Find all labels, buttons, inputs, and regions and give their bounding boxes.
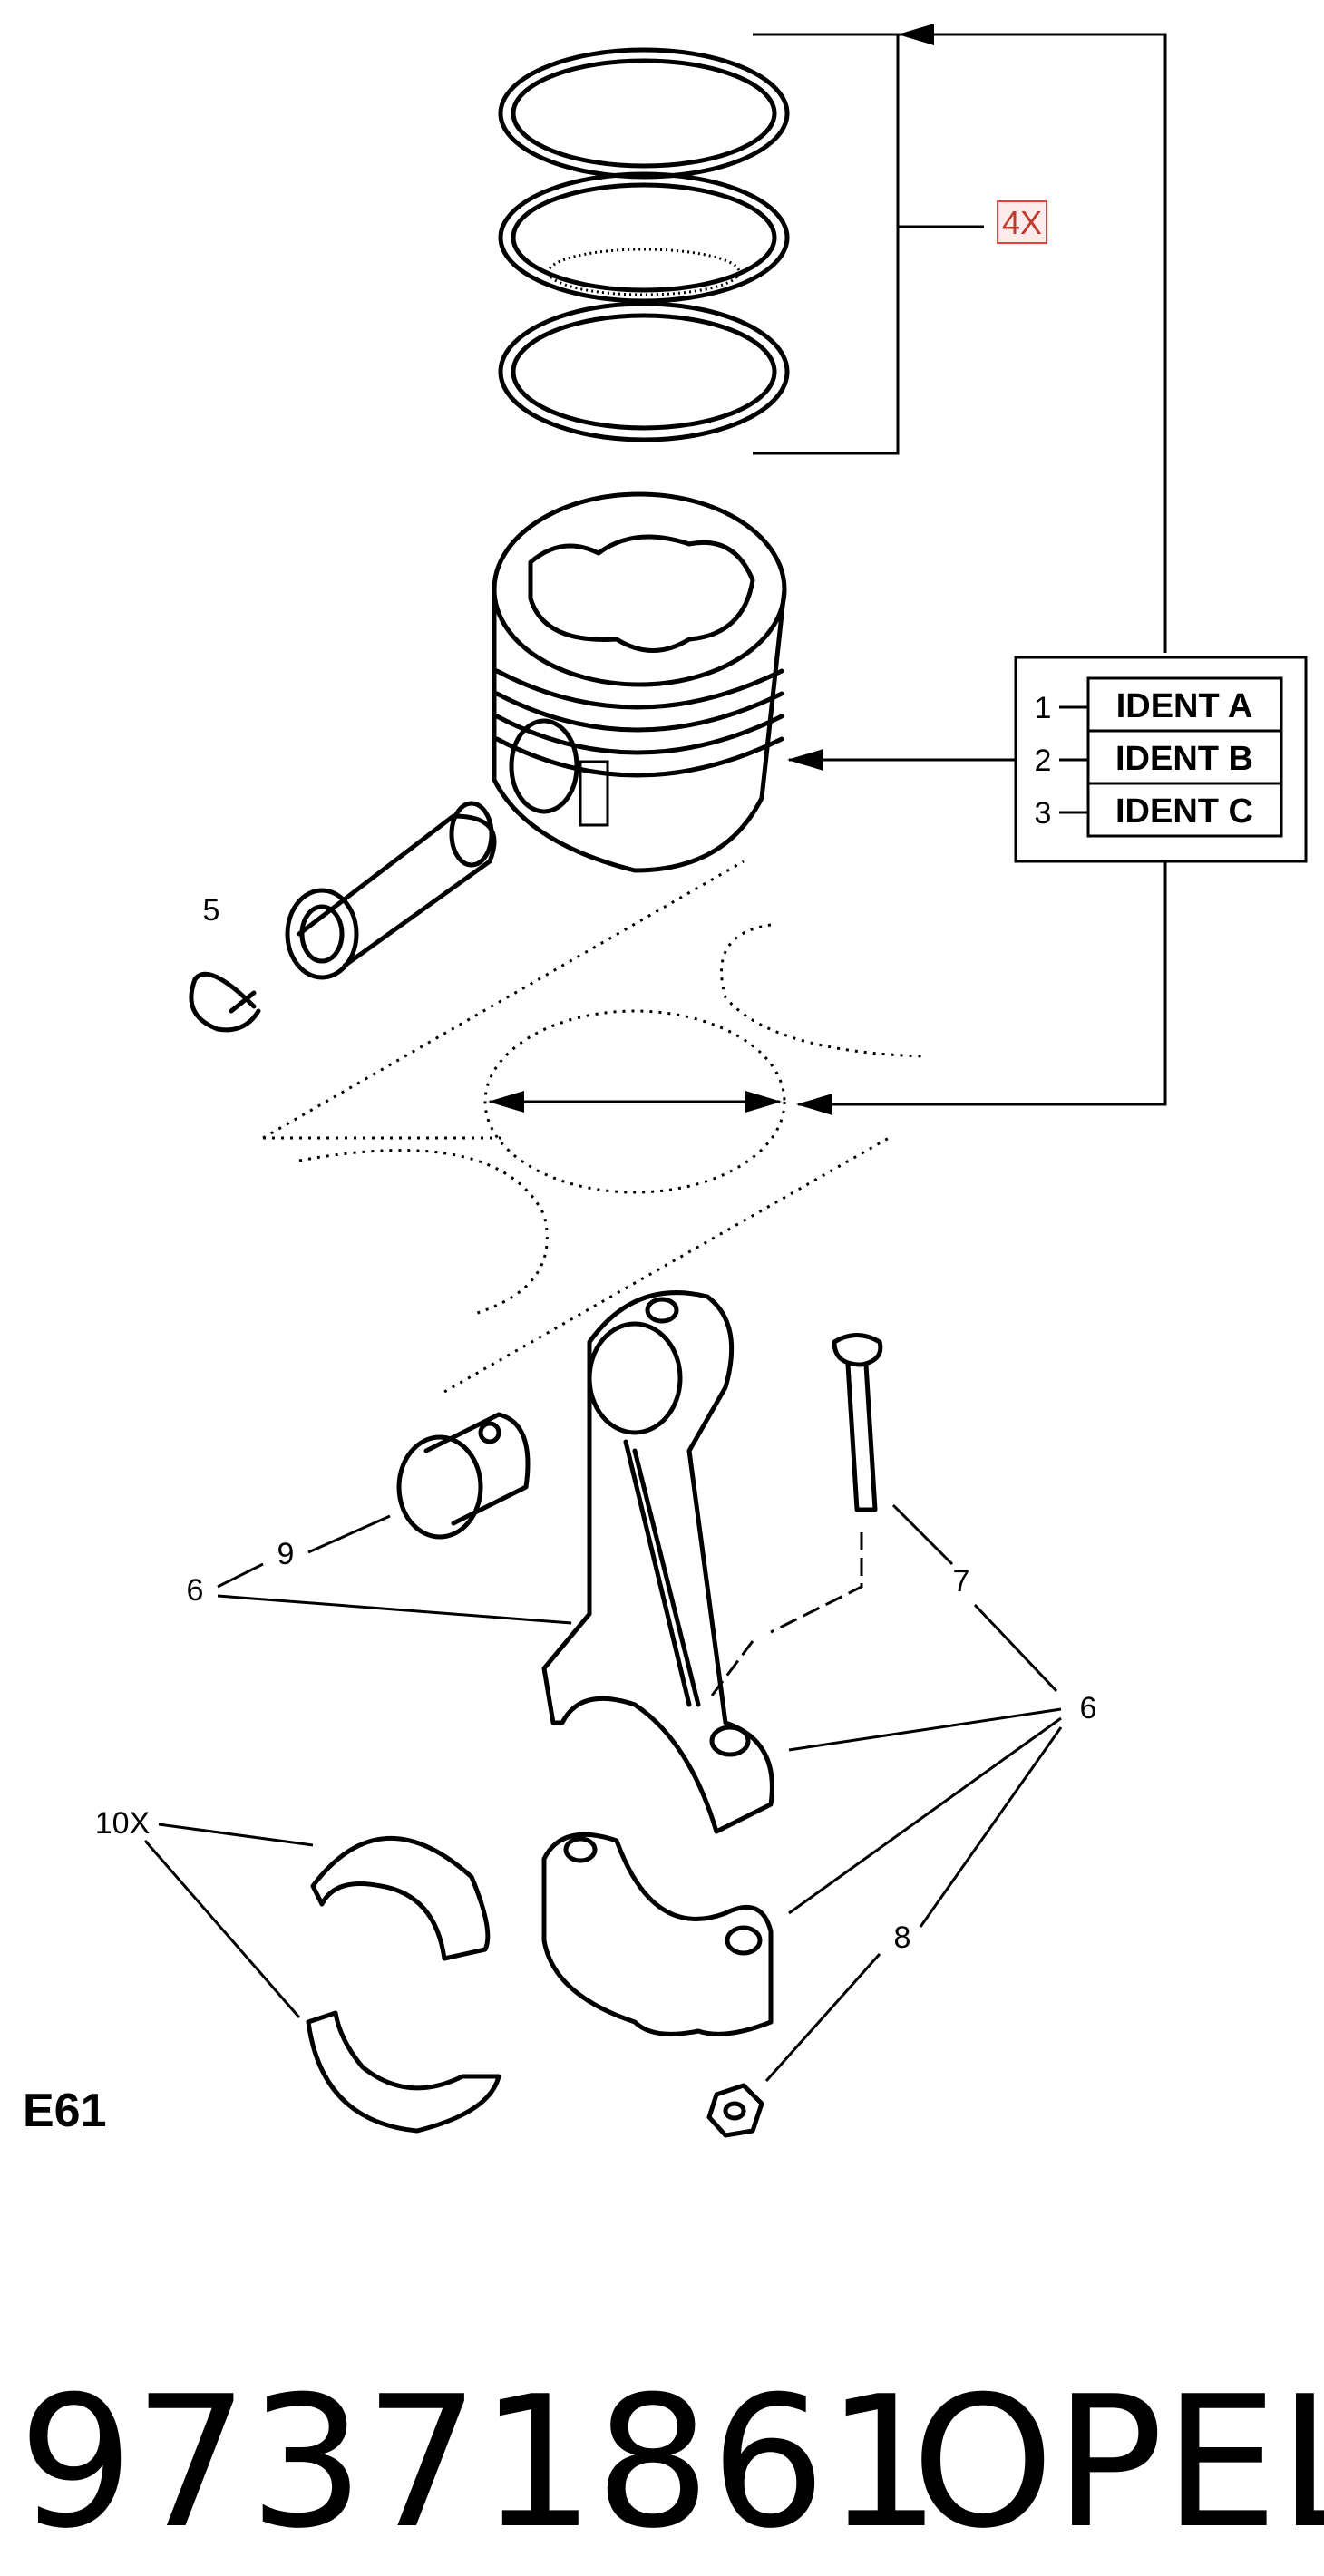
piston-pin bbox=[285, 801, 497, 980]
ident-row-3-label: IDENT C bbox=[1115, 792, 1253, 831]
leader-8 bbox=[764, 1726, 1063, 2082]
rings-quantity-label: 4X bbox=[1002, 204, 1042, 241]
ident-table: 1 2 3 IDENT A IDENT B IDENT C bbox=[1014, 656, 1308, 863]
callout-6a: 6 bbox=[187, 1573, 204, 1608]
cylinder-block bbox=[262, 860, 926, 1394]
ring-bracket: 4X bbox=[753, 24, 1167, 653]
callout-10x: 10X bbox=[95, 1806, 151, 1841]
bearing-shells bbox=[306, 1836, 501, 2134]
figure-code: E61 bbox=[23, 2085, 107, 2137]
piston-rings bbox=[498, 47, 790, 442]
connecting-rod bbox=[541, 1290, 774, 1834]
arrow-to-bore bbox=[798, 861, 1167, 1106]
rod-nut bbox=[706, 2083, 764, 2138]
leader-6b bbox=[788, 1707, 1062, 1915]
callout-8: 8 bbox=[894, 1920, 911, 1955]
small-end-bush bbox=[396, 1412, 531, 1540]
leader-7 bbox=[891, 1503, 1058, 1693]
leader-6a bbox=[217, 1562, 572, 1625]
brand-name: OPEL bbox=[911, 2357, 1324, 2569]
rod-cap bbox=[541, 1832, 774, 2036]
piston bbox=[492, 491, 787, 873]
ident-row-2-num: 2 bbox=[1035, 744, 1052, 778]
leader-10x bbox=[143, 1823, 314, 2018]
callout-6b: 6 bbox=[1080, 1691, 1097, 1725]
rod-bolt bbox=[832, 1333, 883, 1512]
callout-7: 7 bbox=[953, 1564, 970, 1599]
ident-row-1-label: IDENT A bbox=[1116, 687, 1253, 725]
ident-row-3-num: 3 bbox=[1035, 796, 1052, 831]
quantity-box bbox=[997, 200, 1047, 244]
part-number: 97371861 bbox=[18, 2357, 941, 2569]
bolt-axis bbox=[710, 1532, 863, 1696]
circlip bbox=[189, 971, 261, 1033]
leader-9 bbox=[307, 1514, 391, 1554]
ident-row-2-label: IDENT B bbox=[1115, 740, 1253, 778]
ident-row-1-num: 1 bbox=[1035, 691, 1052, 725]
callout-9: 9 bbox=[277, 1537, 295, 1571]
callout-5: 5 bbox=[203, 893, 220, 928]
